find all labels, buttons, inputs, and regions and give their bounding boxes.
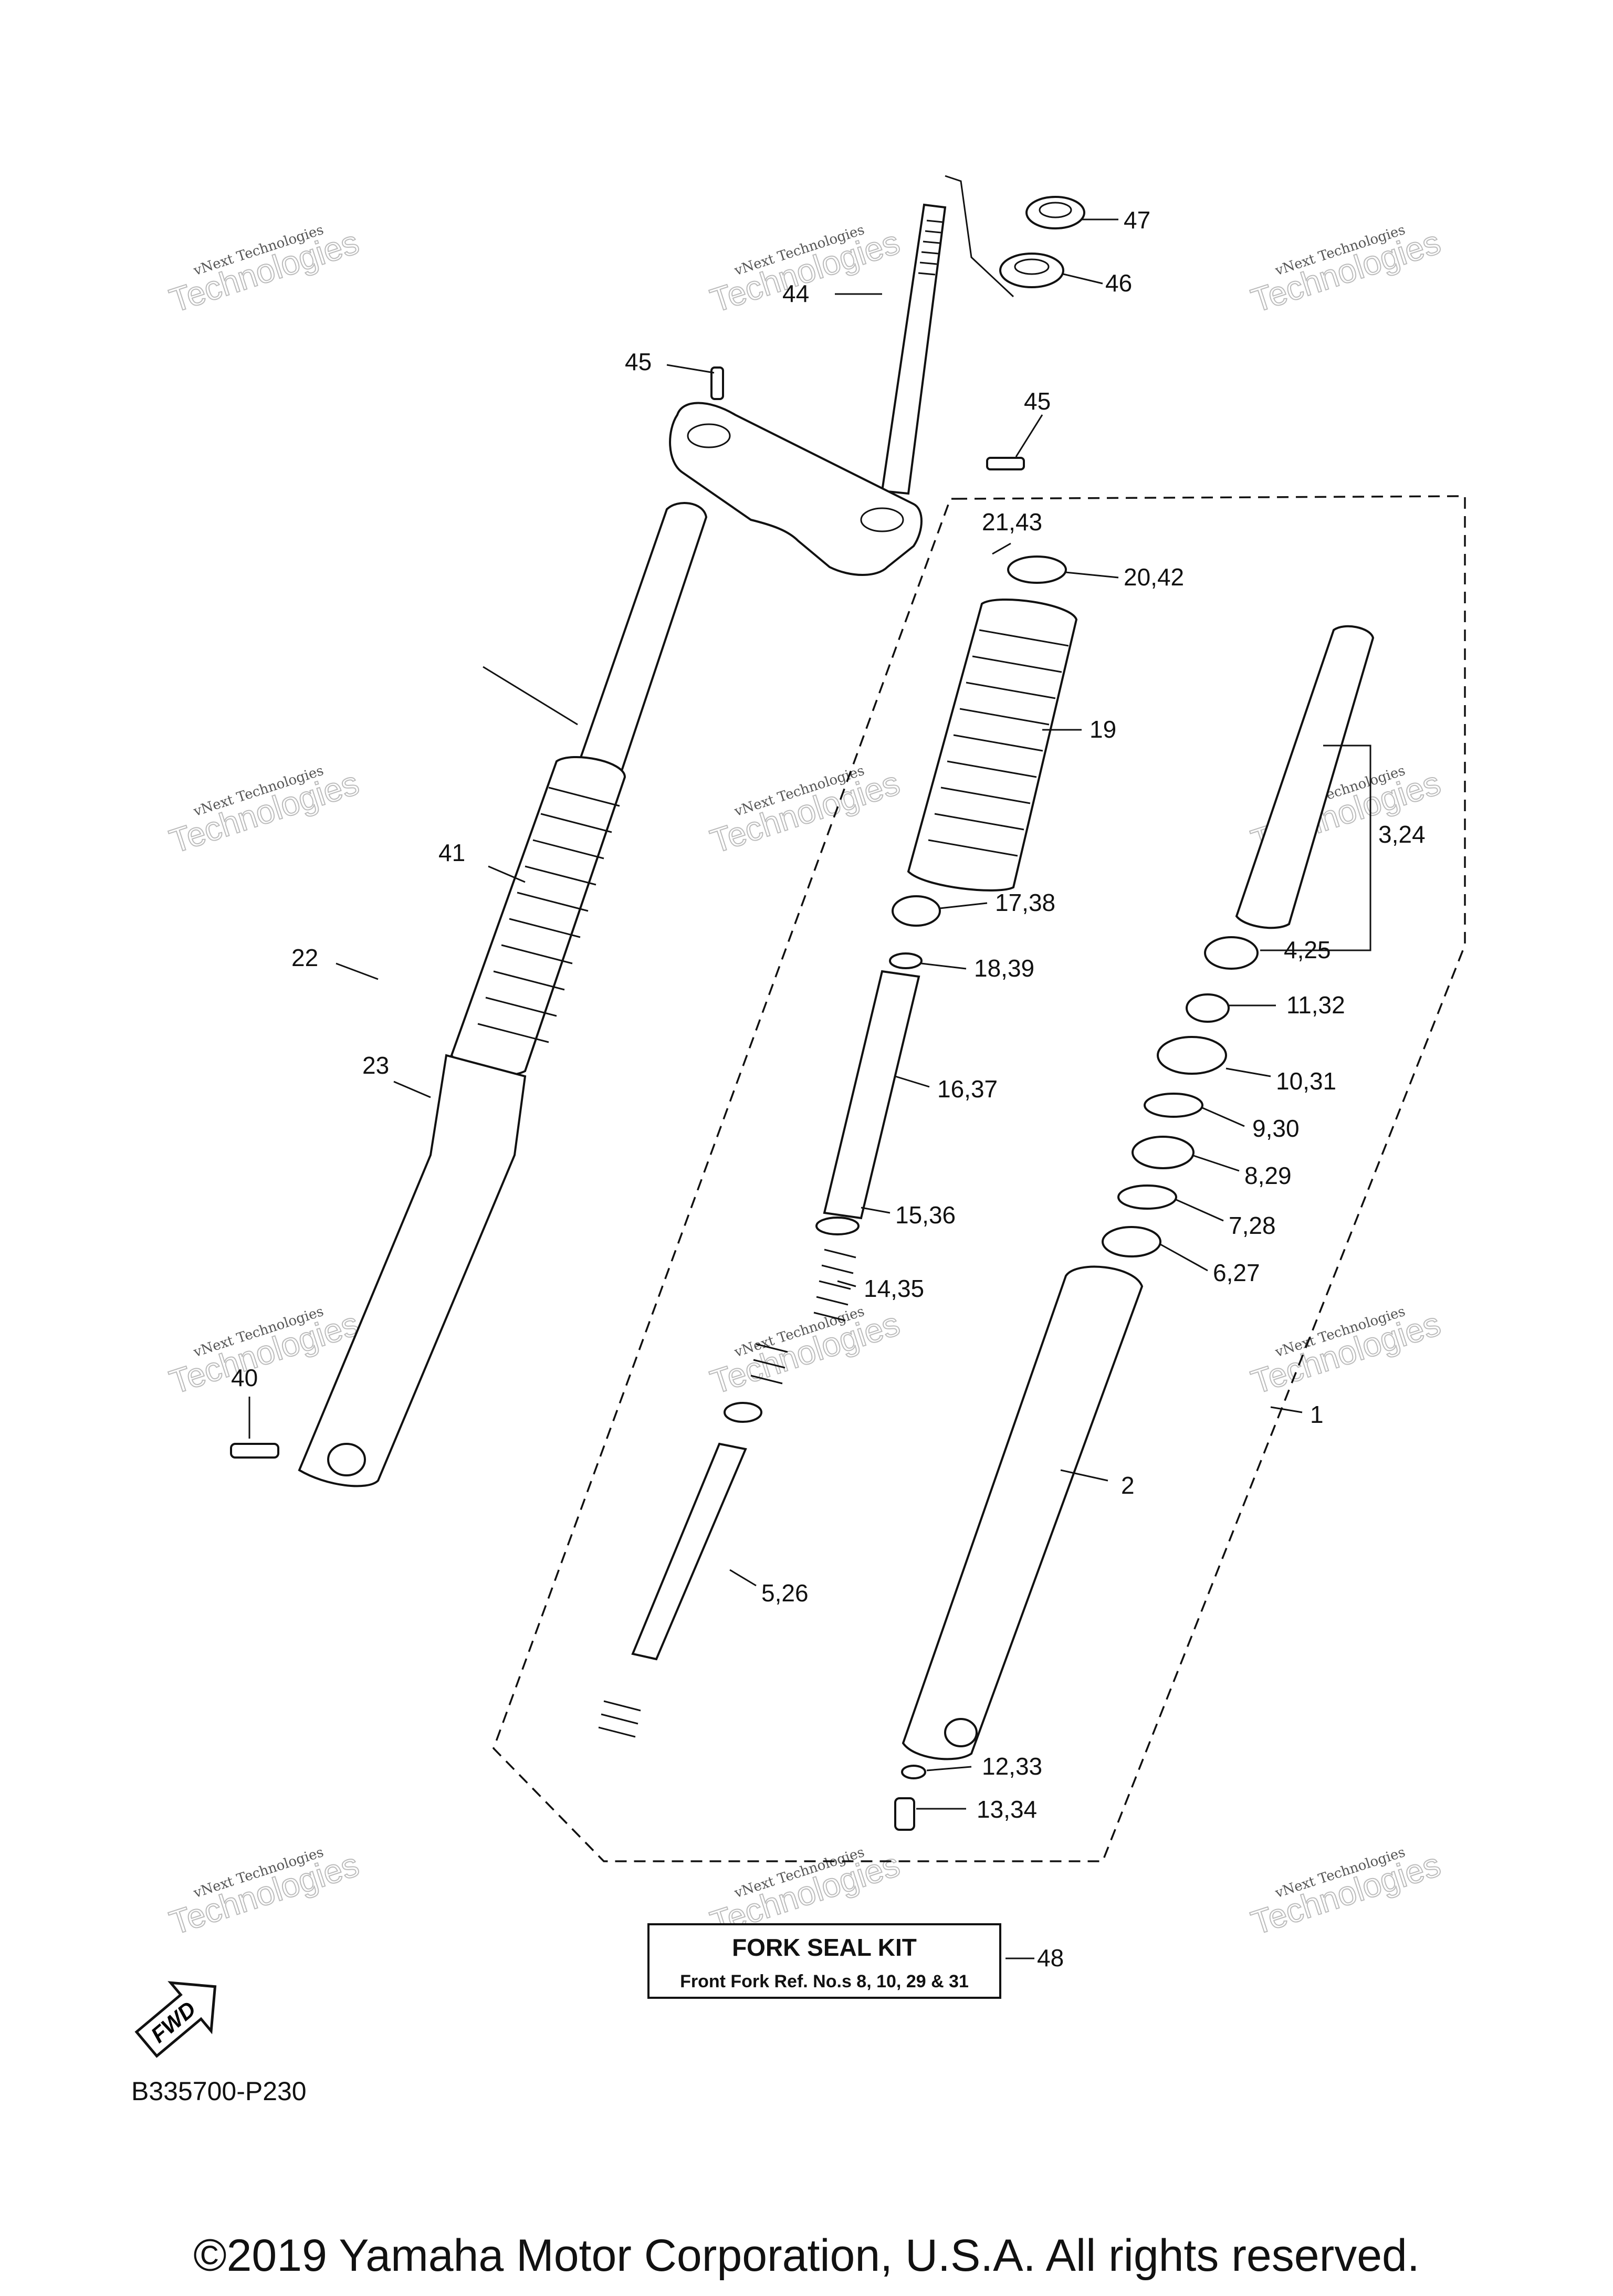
kit-frame xyxy=(647,1923,1001,1999)
rebound-spring xyxy=(598,1700,641,1738)
fork-assembly-outline xyxy=(492,495,1466,1862)
callout-41: 41 xyxy=(438,839,465,866)
callout-5-26: 5,26 xyxy=(761,1579,809,1607)
bracket-hole-right xyxy=(860,507,904,532)
under-bracket-body xyxy=(669,402,923,576)
callout-7-28: 7,28 xyxy=(1229,1212,1276,1239)
callout-19: 19 xyxy=(1090,716,1116,743)
bolt-40 xyxy=(230,1443,279,1459)
kit-subtitle: Front Fork Ref. No.s 8, 10, 29 & 31 xyxy=(680,1972,969,1991)
clip-9-30 xyxy=(1144,1093,1203,1118)
bracket-46-47 xyxy=(945,175,1014,298)
callout-45a: 45 xyxy=(625,348,652,375)
callout-9-30: 9,30 xyxy=(1252,1115,1300,1142)
watermark: vNext Technologies Technologies xyxy=(1246,1844,1446,1943)
bushing-11-32 xyxy=(1186,993,1230,1023)
callout-11-32: 11,32 xyxy=(1286,991,1345,1019)
bearing-46-inner xyxy=(1014,258,1050,275)
washer-7-28 xyxy=(1117,1184,1177,1210)
axle-boss-2 xyxy=(944,1718,978,1747)
callout-47: 47 xyxy=(1124,206,1150,234)
fwd-arrow: FWD xyxy=(134,1981,217,2058)
callout-44: 44 xyxy=(782,280,809,307)
callout-2: 2 xyxy=(1121,1472,1135,1499)
damper-rod-5-26 xyxy=(631,1442,747,1661)
boot-41-ribs xyxy=(477,787,620,1043)
diagram-code: B335700-P230 xyxy=(131,2077,307,2106)
washer-15-36 xyxy=(815,1217,860,1235)
clamp-20-42 xyxy=(1007,555,1067,584)
callout-15-36: 15,36 xyxy=(895,1201,956,1229)
watermark: vNext Technologies Technologies xyxy=(705,1304,905,1402)
watermark: vNext Technologies Technologies xyxy=(164,222,364,320)
axle-boss-left xyxy=(327,1443,366,1476)
callout-3-24: 3,24 xyxy=(1378,821,1426,848)
copyright-notice: ©2019 Yamaha Motor Corporation, U.S.A. A… xyxy=(193,2230,1420,2281)
callout-13-34: 13,34 xyxy=(977,1796,1037,1823)
callout-14-35: 14,35 xyxy=(864,1275,924,1302)
callout-10-31: 10,31 xyxy=(1276,1067,1336,1095)
callout-1: 1 xyxy=(1310,1401,1324,1428)
leader-lines xyxy=(248,218,1371,1959)
bearing-46 xyxy=(999,253,1064,288)
callout-17-38: 17,38 xyxy=(995,889,1055,916)
inner-tube-left xyxy=(576,502,708,779)
callout-12-33: 12,33 xyxy=(982,1753,1042,1780)
fwd-arrow-shape xyxy=(134,1981,217,2058)
boot-19 xyxy=(907,598,1078,892)
callout-8-29: 8,29 xyxy=(1244,1162,1292,1189)
watermark: vNext Technologies Technologies xyxy=(1246,1304,1446,1402)
boot-41 xyxy=(450,756,626,1076)
exploded-internals xyxy=(598,555,1375,1831)
watermark: vNext Technologies Technologies xyxy=(705,763,905,861)
oil-seal-10-31 xyxy=(1157,1036,1227,1075)
watermark: vNext Technologies Technologies xyxy=(164,763,364,861)
watermark: vNext Technologies Technologies xyxy=(164,1844,364,1943)
callout-18-39: 18,39 xyxy=(974,955,1034,982)
kit-title: FORK SEAL KIT xyxy=(732,1934,917,1961)
watermark: vNext Technologies Technologies xyxy=(164,1304,364,1402)
callout-22: 22 xyxy=(291,944,318,971)
boot-19-ribs xyxy=(928,629,1069,857)
spring-14-35 xyxy=(750,1249,856,1385)
callout-46: 46 xyxy=(1105,269,1132,297)
inner-tube-3-24 xyxy=(1235,625,1375,929)
callout-4-25: 4,25 xyxy=(1284,936,1331,963)
bearing-47 xyxy=(1025,196,1085,229)
steering-stem-group xyxy=(881,175,1085,495)
cap-bolt-17-38 xyxy=(892,895,941,927)
callout-21-43: 21,43 xyxy=(982,508,1042,536)
bolt-45-side xyxy=(986,457,1025,470)
outer-tube-2 xyxy=(902,1265,1144,1760)
clip-5 xyxy=(724,1402,762,1423)
callouts: 47 46 44 45 45 21,43 20,42 19 17,38 18,3… xyxy=(231,206,1426,1823)
watermark: vNext Technologies Technologies xyxy=(1246,222,1446,320)
outer-tube-left xyxy=(298,1054,527,1487)
steering-stem xyxy=(881,203,947,495)
bushing-4-25 xyxy=(1204,936,1259,970)
bushing-6-27 xyxy=(1102,1226,1161,1257)
bearing-47-inner xyxy=(1039,202,1072,218)
washer-12-33 xyxy=(901,1765,926,1779)
seal-8-29 xyxy=(1132,1136,1195,1169)
callout-6-27: 6,27 xyxy=(1213,1259,1260,1286)
callout-40: 40 xyxy=(231,1364,258,1391)
fork-seal-kit-box: FORK SEAL KIT Front Fork Ref. No.s 8, 10… xyxy=(647,1923,1064,1999)
bolt-13-34 xyxy=(894,1797,915,1831)
callout-45b: 45 xyxy=(1024,387,1051,415)
stem-thread xyxy=(918,219,943,276)
callout-16-37: 16,37 xyxy=(937,1075,998,1103)
callout-48: 48 xyxy=(1037,1944,1064,1972)
bolt-45-top xyxy=(710,366,724,400)
spacer-16-37 xyxy=(823,970,920,1220)
callout-20-42: 20,42 xyxy=(1124,563,1184,591)
under-bracket xyxy=(669,366,1025,576)
oring-18-39 xyxy=(889,952,923,969)
assembled-fork-left xyxy=(230,502,708,1487)
bracket-hole-left xyxy=(687,423,731,448)
callout-23: 23 xyxy=(362,1052,389,1079)
